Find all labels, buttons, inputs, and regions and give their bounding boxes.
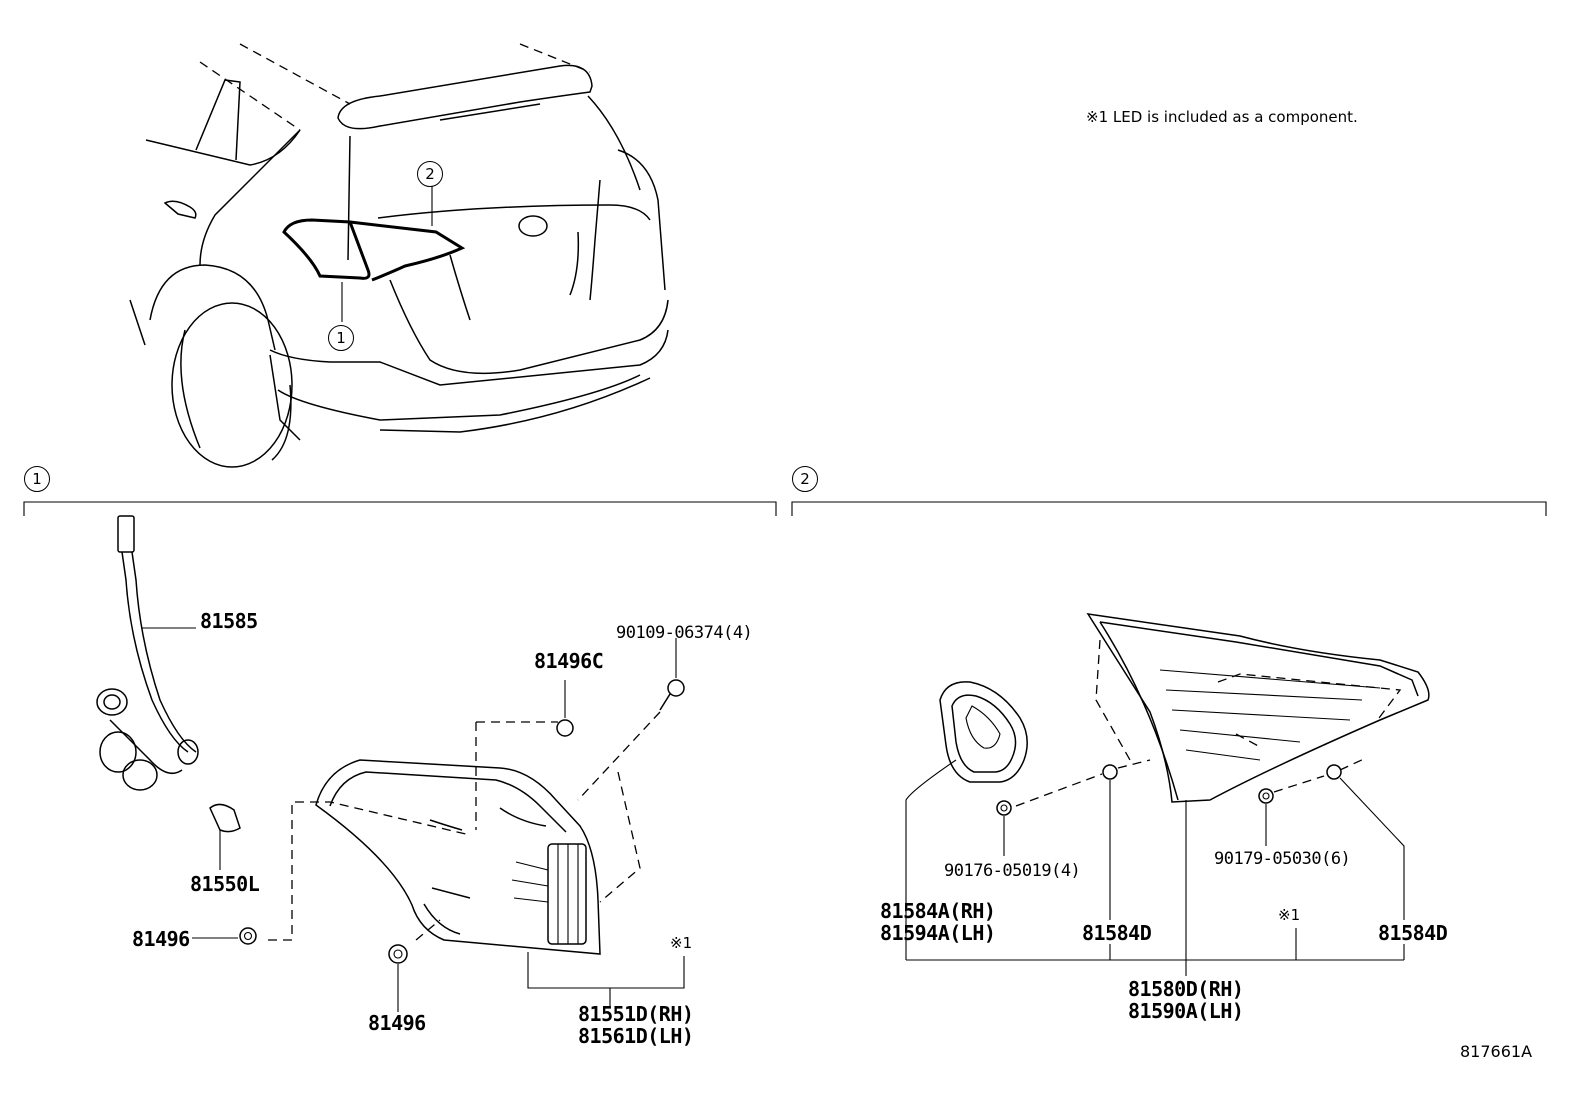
part-81580D-rh: 81580D(RH)	[1128, 977, 1244, 1001]
section-2-bracket	[791, 501, 1547, 516]
section-1-marker: 1	[24, 466, 50, 492]
section-1-illustration	[96, 515, 685, 1012]
part-81585: 81585	[200, 609, 258, 633]
callout-1: 1	[328, 325, 354, 351]
led-mark-right: ※1	[1278, 906, 1301, 924]
part-81561D-lh: 81561D(LH)	[578, 1024, 694, 1048]
part-81590A-lh: 81590A(LH)	[1128, 999, 1244, 1023]
part-90179-05030: 90179-05030(6)	[1214, 849, 1351, 869]
part-90109-06374: 90109-06374(4)	[616, 623, 753, 643]
led-note: ※1 LED is included as a component.	[1086, 108, 1358, 126]
section-2-marker: 2	[792, 466, 818, 492]
part-81496-bottom: 81496	[368, 1011, 426, 1035]
part-81550L: 81550L	[190, 872, 260, 896]
part-81551D-rh: 81551D(RH)	[578, 1002, 694, 1026]
section-1-bracket	[23, 501, 777, 516]
part-81584D-a: 81584D	[1082, 921, 1152, 945]
section-2-illustration	[905, 613, 1430, 976]
part-81496-left: 81496	[132, 927, 190, 951]
diagram-reference-code: 817661A	[1460, 1042, 1533, 1061]
part-81496C: 81496C	[534, 649, 604, 673]
part-81584A-rh: 81584A(RH)	[880, 899, 996, 923]
part-90176-05019: 90176-05019(4)	[944, 861, 1081, 881]
part-81584D-b: 81584D	[1378, 921, 1448, 945]
callout-2: 2	[417, 161, 443, 187]
part-81594A-lh: 81594A(LH)	[880, 921, 996, 945]
vehicle-rear-illustration	[129, 43, 669, 468]
led-mark-left: ※1	[670, 934, 693, 952]
